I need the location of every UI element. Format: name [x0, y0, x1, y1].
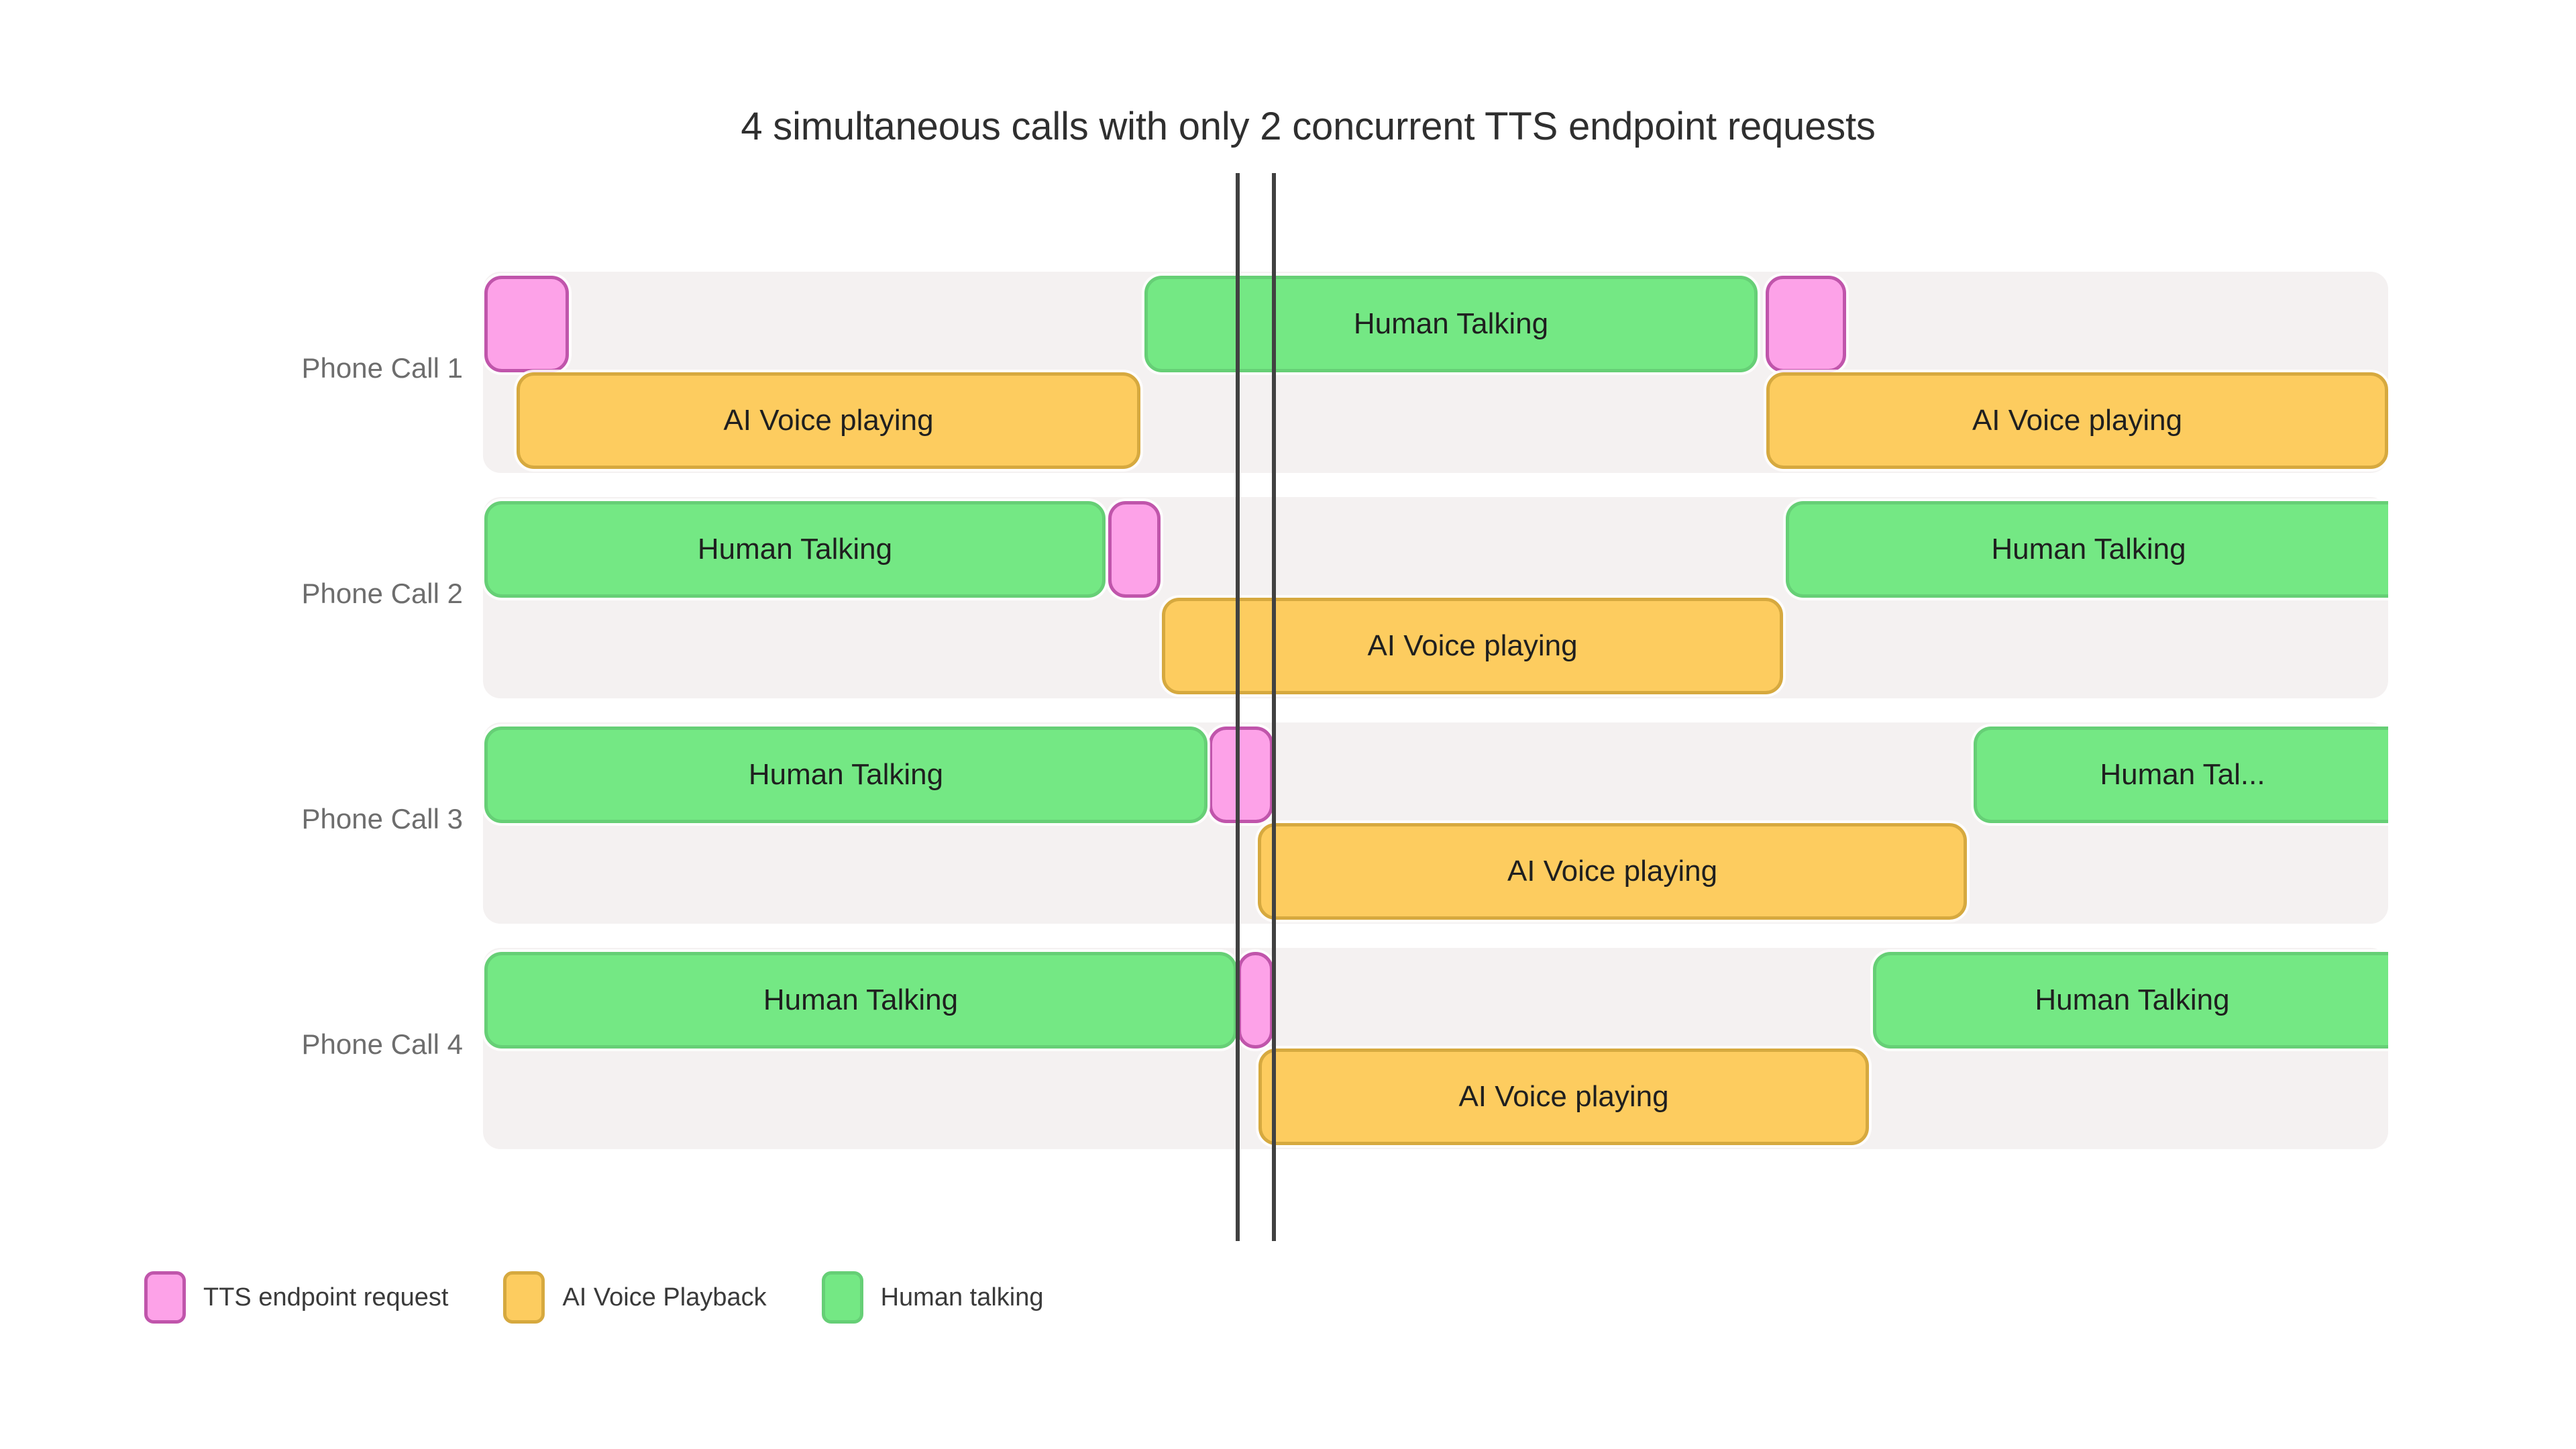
row-label-phone-call-2: Phone Call 2 [301, 578, 464, 609]
bar-label: Human Talking [1353, 307, 1549, 340]
ai-voice-bar[interactable]: AI Voice playing [517, 372, 1140, 469]
legend-label-tts: TTS endpoint request [203, 1283, 449, 1311]
concurrency-marker-line-right [1272, 173, 1276, 1241]
tts-request-bar[interactable] [1238, 952, 1273, 1049]
page-title: 4 simultaneous calls with only 2 concurr… [741, 105, 1876, 148]
row-label-phone-call-4: Phone Call 4 [301, 1028, 464, 1060]
bar-label: AI Voice playing [1458, 1080, 1669, 1113]
bar-label: Human Tal... [2100, 758, 2265, 791]
legend-item-human-talking[interactable]: Human talking [821, 1271, 1044, 1324]
bar-label: Human Talking [763, 983, 959, 1016]
bar-label: Human Talking [2035, 983, 2230, 1016]
ai-voice-bar[interactable]: AI Voice playing [1766, 372, 2388, 469]
tts-request-bar[interactable] [1108, 501, 1161, 598]
bar-label: AI Voice playing [1367, 629, 1578, 662]
bar-label: Human Talking [697, 533, 893, 566]
legend-item-tts-endpoint-request[interactable]: TTS endpoint request [144, 1271, 448, 1324]
row-label-phone-call-3: Phone Call 3 [301, 803, 464, 835]
bar-label: Human Talking [748, 758, 944, 791]
timeline-plot-area: AI Voice playing AI Voice playing AI Voice… [483, 272, 2388, 1157]
legend-label-human: Human talking [880, 1283, 1044, 1311]
bar-label: Human Talking [1991, 533, 2186, 566]
bar-label: AI Voice playing [1972, 404, 2183, 437]
tts-request-bar[interactable] [1209, 727, 1273, 823]
ai-voice-bar[interactable]: AI Voice playing [1162, 598, 1783, 694]
legend: TTS endpoint request AI Voice Playback H… [144, 1271, 1099, 1324]
human-talking-bar[interactable]: Human Talking [1786, 501, 2388, 598]
ai-voice-bar[interactable]: AI Voice playing [1258, 1049, 1869, 1145]
tts-request-bar[interactable] [484, 276, 569, 372]
human-talking-bar[interactable]: Human Talking [1873, 952, 2388, 1049]
bar-label: AI Voice playing [723, 404, 934, 437]
human-talking-bar[interactable]: Human Talking [484, 727, 1208, 823]
bar-label: AI Voice playing [1507, 855, 1718, 888]
tts-request-bar[interactable] [1766, 276, 1846, 372]
human-talking-bar[interactable]: Human Tal... [1974, 727, 2388, 823]
ai-voice-bar[interactable]: AI Voice playing [1258, 823, 1967, 920]
legend-swatch-tts-icon [144, 1271, 186, 1324]
legend-label-ai-voice: AI Voice Playback [562, 1283, 767, 1311]
legend-swatch-human-icon [821, 1271, 863, 1324]
human-talking-bar[interactable]: Human Talking [484, 952, 1237, 1049]
row-label-phone-call-1: Phone Call 1 [301, 352, 464, 384]
human-talking-bar[interactable]: Human Talking [484, 501, 1106, 598]
concurrency-marker-line-left [1236, 173, 1240, 1241]
legend-swatch-ai-voice-icon [503, 1271, 545, 1324]
legend-item-ai-voice-playback[interactable]: AI Voice Playback [503, 1271, 767, 1324]
